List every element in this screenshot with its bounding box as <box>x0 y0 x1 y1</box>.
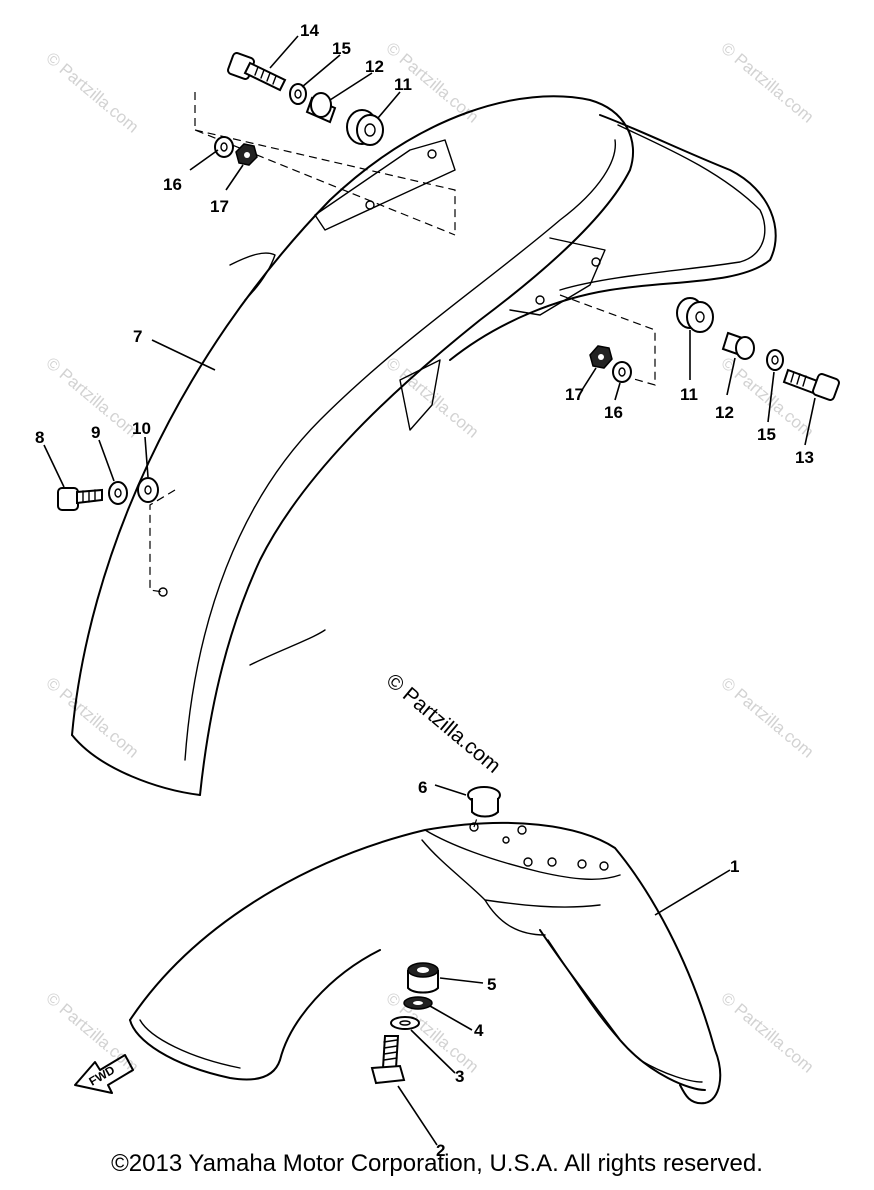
callout-13: 13 <box>795 448 814 467</box>
washer-15-right[interactable] <box>766 349 784 371</box>
watermark: © Partzilla.com <box>717 39 817 127</box>
nut-17-top[interactable] <box>235 143 258 166</box>
damper-11-top[interactable] <box>346 109 384 146</box>
callout-1: 1 <box>730 857 739 876</box>
washer-16-right[interactable] <box>612 361 632 383</box>
callout-16: 16 <box>163 175 182 194</box>
collar-12-top[interactable] <box>305 92 337 124</box>
callout-7: 7 <box>133 327 142 346</box>
callout-17: 17 <box>210 197 229 216</box>
washer-10[interactable] <box>137 477 159 503</box>
nut-17-right[interactable] <box>589 345 613 369</box>
callout-8: 8 <box>35 428 44 447</box>
watermark: © Partzilla.com <box>717 674 817 762</box>
watermark: © Partzilla.com <box>42 49 142 137</box>
callout-16: 16 <box>604 403 623 422</box>
rear-fender[interactable] <box>71 95 777 796</box>
callout-10: 10 <box>132 419 151 438</box>
washer-16-top[interactable] <box>214 136 234 158</box>
callouts: 14 15 12 11 16 17 7 8 9 10 17 16 11 12 1… <box>35 21 814 1160</box>
callout-11: 11 <box>680 385 698 404</box>
callout-11: 11 <box>394 75 412 94</box>
callout-4: 4 <box>474 1021 484 1040</box>
collar-5[interactable] <box>407 962 439 994</box>
watermark: © Partzilla.com <box>42 674 142 762</box>
callout-9: 9 <box>91 423 100 442</box>
callout-3: 3 <box>455 1067 464 1086</box>
callout-15: 15 <box>332 39 351 58</box>
callout-15: 15 <box>757 425 776 444</box>
bolt-8[interactable] <box>57 487 103 511</box>
front-fender[interactable] <box>129 821 722 1105</box>
washer-3[interactable] <box>390 1016 420 1030</box>
watermark-center: © Partzilla.com <box>382 669 505 778</box>
bolt-2[interactable] <box>370 1035 406 1085</box>
plug-6[interactable] <box>467 786 501 818</box>
callout-17: 17 <box>565 385 584 404</box>
callout-14: 14 <box>300 21 319 40</box>
callout-12: 12 <box>715 403 734 422</box>
callout-5: 5 <box>487 975 496 994</box>
watermark: © Partzilla.com <box>382 354 482 442</box>
callout-6: 6 <box>418 778 427 797</box>
copyright-notice: ©2013 Yamaha Motor Corporation, U.S.A. A… <box>111 1150 763 1177</box>
callout-2: 2 <box>436 1141 445 1160</box>
bolt-13[interactable] <box>782 368 840 401</box>
bolt-14[interactable] <box>227 52 287 92</box>
watermarks: © Partzilla.com © Partzilla.com © Partzi… <box>42 39 817 1077</box>
damper-11-right[interactable] <box>676 297 714 333</box>
collar-12-right[interactable] <box>721 331 755 360</box>
watermark: © Partzilla.com <box>717 989 817 1077</box>
washer-9[interactable] <box>108 481 128 505</box>
leader-lines <box>43 35 816 1146</box>
washer-15-top[interactable] <box>289 83 307 105</box>
callout-12: 12 <box>365 57 384 76</box>
washer-4[interactable] <box>403 996 433 1010</box>
